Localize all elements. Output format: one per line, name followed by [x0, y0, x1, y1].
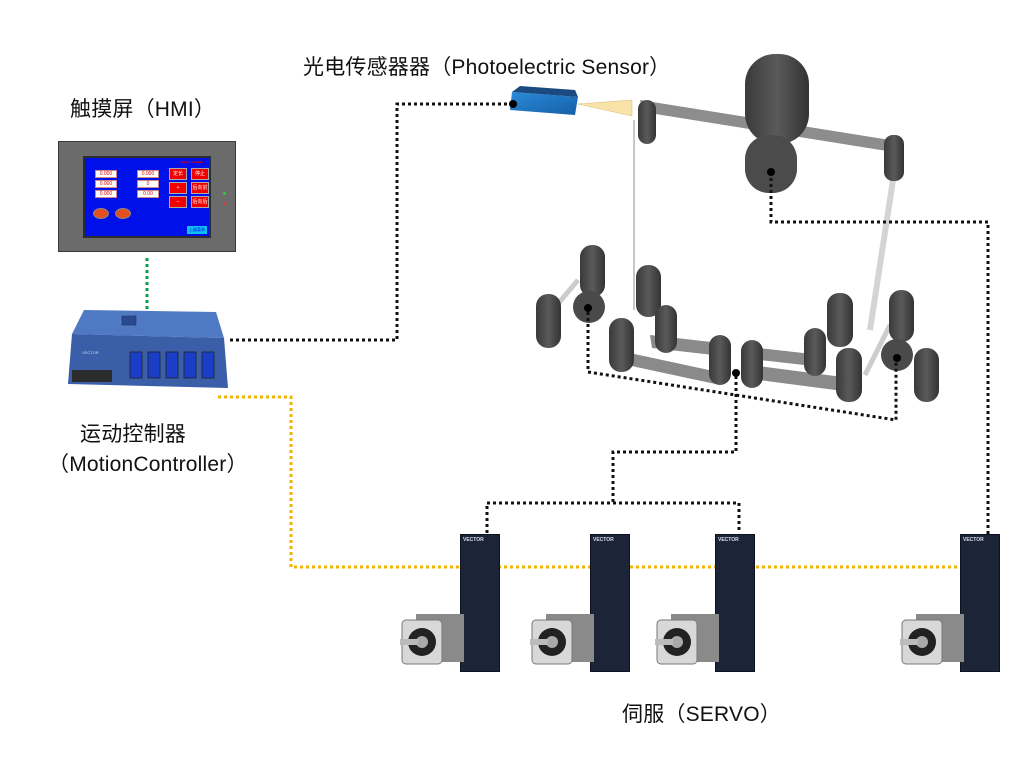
roller-center-right-4 — [836, 348, 862, 402]
roller-right-outer — [914, 348, 939, 402]
hmi-status-text: ■■■■ ■ ■■■ ■■■ — [180, 160, 203, 164]
web-left-angle — [555, 278, 580, 307]
plc-window — [121, 315, 137, 326]
hmi-field-3[interactable]: 0.000 — [95, 190, 117, 198]
photoelectric-sensor — [510, 86, 633, 117]
servo-split-link — [485, 501, 741, 533]
sensor-top — [512, 86, 578, 97]
servo-brand: VECTOR — [593, 537, 614, 543]
roller-main-drive-lower — [745, 135, 797, 193]
servo-brand: VECTOR — [963, 537, 984, 543]
plc-port-2 — [147, 351, 161, 379]
web-right-drop — [867, 179, 896, 331]
roller-center-left-4 — [709, 335, 731, 385]
web-right-angle — [862, 323, 893, 377]
hmi-btn-fixed-length[interactable]: 定长 — [169, 168, 187, 180]
plc-ports — [129, 351, 215, 379]
roller-center-right-3 — [827, 293, 853, 347]
roller-center-left-3 — [609, 318, 634, 372]
servo-label: 伺服（SERVO） — [622, 703, 781, 726]
hmi-field-4[interactable]: 0.000 — [137, 170, 159, 178]
plc-port-5 — [201, 351, 215, 379]
center-link — [611, 376, 738, 502]
hmi-jog-left[interactable] — [93, 208, 109, 219]
hmi-field-5[interactable]: 0 — [137, 180, 159, 188]
roller-right-upper — [889, 290, 914, 342]
sensor-body — [510, 92, 578, 115]
sensor-link-node — [509, 100, 517, 108]
roller-left-outer — [536, 294, 561, 348]
bus-link — [218, 395, 965, 569]
hmi-jog-right[interactable] — [115, 208, 131, 219]
plc-port-3 — [165, 351, 179, 379]
hmi-field-1[interactable]: 0.000 — [95, 170, 117, 178]
web-lower-left-2 — [625, 352, 720, 385]
hmi-btn-stop[interactable]: 停止 — [191, 168, 209, 180]
roller-right-node — [893, 354, 901, 362]
servo-unit-3: VECTOR — [655, 534, 755, 674]
servo-motor — [530, 614, 594, 665]
plc-port-4 — [183, 351, 197, 379]
hmi-btn-backward[interactable]: 后向后 — [191, 196, 209, 208]
servo-motor — [400, 614, 464, 665]
roller-top-guide — [638, 100, 656, 144]
controller-label-en: （MotionController） — [48, 453, 248, 476]
hmi-screen: ■■■■ ■ ■■■ ■■■ 0.000 0.000 0.000 0.000 0… — [83, 156, 211, 238]
hmi-led-green — [223, 192, 226, 195]
hmi-btn-minus[interactable]: − — [169, 196, 187, 208]
motion-controller: VECTOR — [68, 310, 228, 388]
plc-brand: VECTOR — [82, 350, 99, 355]
sensor-beam — [577, 99, 633, 117]
controller-label-cn: 运动控制器 — [80, 423, 186, 446]
web-lower-right-2 — [750, 365, 851, 392]
servo-unit-2: VECTOR — [530, 534, 630, 674]
hmi-field-2[interactable]: 0.000 — [95, 180, 117, 188]
roller-center-left-1 — [636, 265, 661, 317]
rollers — [536, 54, 939, 402]
roller-group-link — [586, 312, 898, 422]
hmi-btn-forward[interactable]: 后向前 — [191, 182, 209, 194]
hmi-touchscreen: ■■■■ ■ ■■■ ■■■ 0.000 0.000 0.000 0.000 0… — [58, 141, 236, 252]
hmi-label: 触摸屏（HMI） — [70, 98, 216, 121]
hmi-field-6[interactable]: 0.00 — [137, 190, 159, 198]
roller-top-right-guide — [884, 135, 904, 181]
roller-left-node — [584, 304, 592, 312]
servo-unit-1: VECTOR — [400, 534, 500, 674]
hmi-btn-plus[interactable]: + — [169, 182, 187, 194]
servo-brand: VECTOR — [718, 537, 739, 543]
hmi-led-red — [223, 202, 226, 205]
servo-drive: VECTOR — [590, 534, 630, 672]
roller-center-left-2 — [655, 305, 677, 353]
plc-port-1 — [129, 351, 143, 379]
roller-left-upper — [580, 245, 605, 297]
web-lower-right-1 — [750, 347, 813, 366]
roller-center-right-1 — [741, 340, 763, 388]
plc-terminal-block — [72, 370, 112, 382]
plc-top — [72, 310, 224, 338]
servo-motor — [900, 614, 964, 665]
roller-center-right-2 — [804, 328, 826, 376]
sensor-link — [230, 102, 513, 342]
servo-motor — [655, 614, 719, 665]
servo-drive: VECTOR — [715, 534, 755, 672]
roller-main-drive — [745, 54, 809, 144]
main-drive-link — [769, 172, 990, 535]
servo-unit-4: VECTOR — [900, 534, 1000, 674]
main-drive-node — [767, 168, 775, 176]
servo-brand: VECTOR — [463, 537, 484, 543]
servo-drive: VECTOR — [460, 534, 500, 672]
hmi-menu-button[interactable]: 上级菜单 — [187, 226, 207, 234]
roller-center-node — [732, 369, 740, 377]
servo-drive: VECTOR — [960, 534, 1000, 672]
sensor-label: 光电传感器器（Photoelectric Sensor） — [303, 56, 671, 79]
